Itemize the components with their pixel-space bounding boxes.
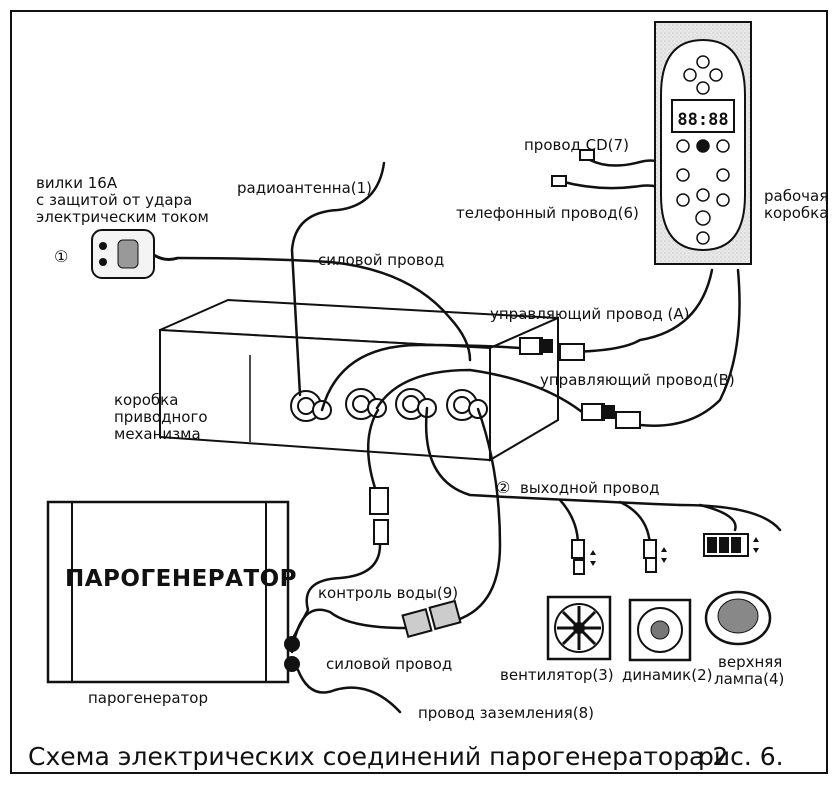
drive-box-label-line-1: коробка <box>114 391 179 409</box>
speaker-icon <box>628 598 692 662</box>
marker-2: ② <box>496 478 511 497</box>
arrow-markers <box>590 537 759 566</box>
ground-wire-label: провод заземления(8) <box>418 704 594 722</box>
power-wire-top <box>176 256 472 362</box>
generator-title: ПАРОГЕНЕРАТОР <box>65 566 298 592</box>
water-control-wire <box>367 408 380 490</box>
water-control-label: контроль воды(9) <box>318 584 459 602</box>
control-wire-b <box>375 368 584 414</box>
control-wire-b-label: управляющий провод(В) <box>540 371 735 389</box>
cd-wire-label: провод CD(7) <box>524 136 629 154</box>
speaker-label: динамик(2) <box>622 666 713 684</box>
power-wire-bottom <box>448 407 502 624</box>
connector-3-icon <box>395 388 437 420</box>
power-wire-top-label: силовой провод <box>318 251 445 269</box>
fan-label: вентилятор(3) <box>500 666 614 684</box>
plug-label-line-2: с защитой от удара <box>36 191 193 209</box>
antenna-wire <box>290 161 386 397</box>
cd-wire <box>588 158 667 167</box>
connector-1-icon <box>290 390 332 422</box>
phone-wire-label: телефонный провод(6) <box>456 204 639 222</box>
caption-figure: рис. 6. <box>698 742 784 771</box>
control-box-label-line-1: рабочая <box>764 187 829 205</box>
phone-wire <box>558 179 667 192</box>
marker-1: ① <box>54 247 69 266</box>
plug-icon <box>91 229 179 279</box>
control-wire-a <box>320 343 522 412</box>
lamp-icon <box>704 590 772 646</box>
control-box-label-line-2: коробка <box>764 204 829 222</box>
steam-generator <box>46 500 300 684</box>
lamp-label-line-2: лампа(4) <box>714 670 785 688</box>
drive-box-label-line-2: приводного <box>114 408 208 426</box>
generator-label: парогенератор <box>88 689 208 707</box>
plug-label-line-1: вилки 16А <box>36 174 118 192</box>
output-wire <box>424 406 682 507</box>
power-wire-bottom-label: силовой провод <box>326 655 453 673</box>
plug-label-line-3: электрическим током <box>36 208 209 226</box>
panel-display: 88:88 <box>677 110 728 130</box>
ground-wire <box>296 668 402 714</box>
fan-icon <box>546 595 612 661</box>
output-wire-label: выходной провод <box>520 479 660 497</box>
lamp-label-line-1: верхняя <box>718 653 783 671</box>
control-panel: 88:88 <box>654 21 752 265</box>
drive-box <box>159 298 559 462</box>
control-wire-a-label: управляющий провод (А) <box>490 305 690 323</box>
antenna-label: радиоантенна(1) <box>237 179 373 197</box>
wire-connectors <box>369 149 749 638</box>
drive-box-label-line-3: механизма <box>114 425 201 443</box>
caption-title: Схема электрических соединений парогенер… <box>28 742 729 771</box>
